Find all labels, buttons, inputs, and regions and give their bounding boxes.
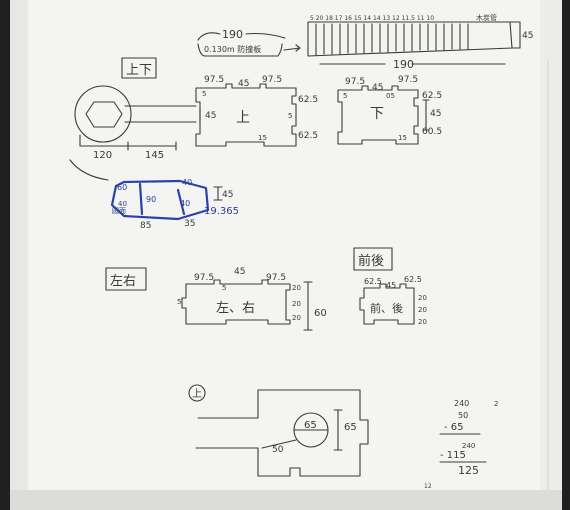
blue-left-note: 圆面	[112, 207, 126, 215]
front-back-section: 前後 62.5 45 62.5 20 20 20 前、後	[353, 247, 427, 326]
band-height: 45	[522, 31, 533, 41]
blue-label-1: 60	[117, 183, 127, 192]
bottom-mark: 上	[192, 388, 202, 400]
bottom-circle-dim: 65	[304, 420, 317, 431]
up-dim-side-1: 45	[205, 111, 216, 121]
down-dim-side-3: 60.5	[422, 127, 442, 137]
top-dimension: 190	[222, 28, 243, 41]
down-small-3: 15	[398, 134, 407, 142]
paper-edge-right	[540, 0, 562, 505]
down-piece-label: 下	[370, 106, 384, 122]
down-dim-side-1: 62.5	[422, 91, 442, 101]
up-piece-label: 上	[236, 110, 250, 126]
lr-dim-top-1: 97.5	[194, 273, 214, 283]
lr-side-1: 5	[222, 284, 226, 292]
section-title-front-back: 前後	[358, 253, 384, 269]
up-small-2: 5	[288, 112, 292, 120]
calc-line-1: 240	[454, 399, 469, 408]
lr-side-3: 20	[292, 284, 301, 292]
fb-side-3: 20	[418, 318, 427, 326]
section-title-left-right: 左右	[110, 274, 136, 289]
calc-line-5: - 115	[440, 450, 466, 461]
up-dim-top-2: 45	[238, 79, 249, 89]
fb-dim-top-2: 45	[386, 281, 396, 290]
blue-label-7: 35	[184, 219, 195, 229]
band-bottom-dim: 190	[393, 58, 414, 71]
top-bottom-section: 上下 120 145 97.5 45 97.5 45 62.5 62.5 5 5…	[74, 57, 442, 161]
band-handle-label: 木炭管	[476, 13, 497, 22]
blue-label-5: 40	[118, 200, 127, 208]
calc-small-1: 2	[494, 400, 498, 408]
calc-line-6: 125	[458, 464, 479, 477]
band-ticks: 5 20 18 17 16 15 14 14 13 12 11.5 11 10	[310, 15, 434, 22]
paper-edge-shadow	[10, 0, 28, 505]
lr-side-2: 5	[177, 298, 181, 306]
calc-line-2: 50	[458, 411, 468, 420]
blue-sketch: 60 40 40 90 40 85 35 45 19.365 圆面	[69, 159, 239, 231]
blue-right-note: 45	[222, 190, 233, 200]
fb-dim-top-1: 62.5	[364, 277, 382, 286]
down-small-2: 05	[386, 92, 395, 100]
up-dim-top-1: 97.5	[204, 75, 224, 85]
up-small-3: 15	[258, 134, 267, 142]
paper-sheet	[10, 0, 562, 505]
down-dim-top-3: 97.5	[398, 75, 418, 85]
paper-bottom-strip	[10, 490, 562, 510]
bottom-section: 上 65 65 50	[188, 384, 369, 477]
bottom-side-dim: 65	[344, 422, 357, 433]
blue-label-2: 40	[182, 178, 192, 187]
lr-side-4: 20	[292, 300, 301, 308]
section-title-top-bottom: 上下	[126, 63, 152, 78]
up-small-1: 5	[202, 90, 206, 98]
lr-side-5: 20	[292, 314, 301, 322]
fb-label: 前、後	[370, 301, 403, 315]
down-dim-top-1: 97.5	[345, 77, 365, 87]
calc-line-4: 240	[462, 442, 475, 450]
blue-label-4: 90	[146, 195, 156, 204]
calc-small-2: 12	[424, 483, 432, 490]
top-band-drawing: 5 20 18 17 16 15 14 14 13 12 11.5 11 10 …	[197, 13, 533, 71]
up-dim-side-2: 62.5	[298, 95, 318, 105]
lr-label: 左、右	[216, 301, 255, 316]
top-note: 0.130m 防撞板	[204, 44, 261, 54]
blue-label-6: 85	[140, 221, 151, 231]
bottom-left-dim: 50	[272, 445, 284, 455]
circle-dim-2: 145	[145, 150, 164, 161]
calc-line-3: - 65	[444, 422, 464, 433]
left-right-section: 左右 97.5 45 97.5 5 5 20 20 20 60 左、右	[105, 267, 327, 331]
down-dim-top-2: 45	[372, 83, 383, 93]
lr-height: 60	[314, 308, 327, 319]
blue-right-note2: 19.365	[204, 206, 239, 217]
circle-dim-1: 120	[93, 150, 112, 161]
blue-label-3: 40	[180, 199, 190, 208]
lr-dim-top-2: 45	[234, 267, 245, 277]
lr-dim-top-3: 97.5	[266, 273, 286, 283]
up-dim-side-3: 62.5	[298, 131, 318, 141]
fb-dim-top-3: 62.5	[404, 275, 422, 284]
up-dim-top-3: 97.5	[262, 75, 282, 85]
fb-side-1: 20	[418, 294, 427, 302]
down-dim-side-2: 45	[430, 109, 441, 119]
fb-side-2: 20	[418, 306, 427, 314]
down-small-1: 5	[343, 92, 347, 100]
arithmetic-notes: 240 50 - 65 240 - 115 125 2 12	[424, 399, 498, 490]
